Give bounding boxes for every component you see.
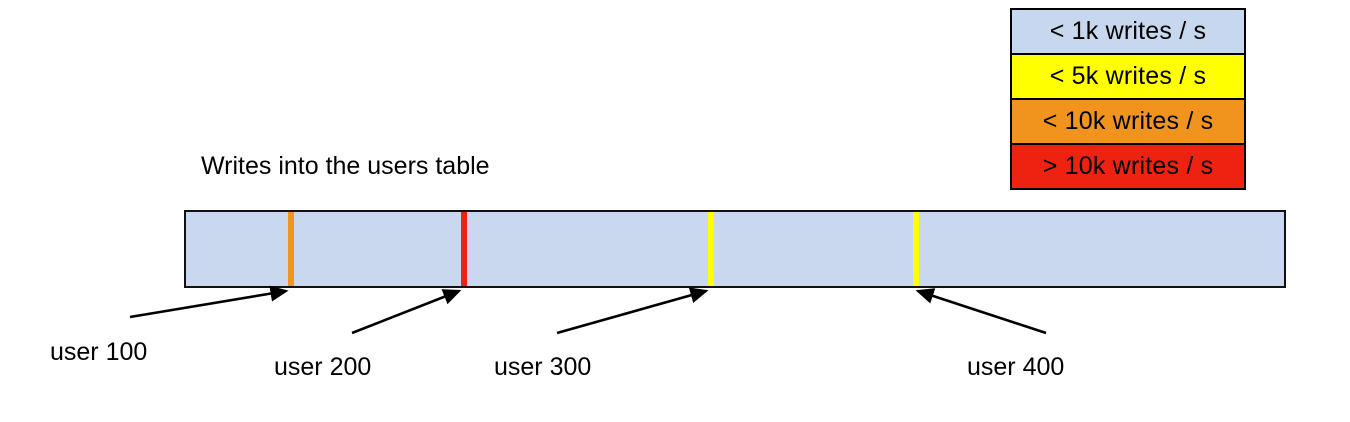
user-200-label: user 200 (274, 353, 372, 381)
legend-label-3: > 10k writes / s (1042, 152, 1214, 180)
legend-row-0: < 1k writes / s (1012, 10, 1244, 55)
users-table-keyspace-bar (184, 210, 1286, 288)
legend-label-0: < 1k writes / s (1049, 17, 1207, 45)
user-400-marker (913, 212, 919, 286)
user-400-label: user 400 (967, 353, 1065, 381)
user-300-arrow (556, 287, 709, 335)
legend-label-2: < 10k writes / s (1042, 107, 1214, 135)
user-100-label: user 100 (50, 338, 148, 366)
legend-row-1: < 5k writes / s (1012, 55, 1244, 100)
user-300-label: user 300 (494, 353, 592, 381)
chart-title: Writes into the users table (201, 152, 490, 180)
user-200-arrow (351, 289, 462, 335)
user-200-marker (461, 212, 467, 286)
user-100-arrow (129, 285, 289, 319)
bar-base-fill (186, 212, 1284, 286)
user-400-arrow (915, 288, 1047, 335)
user-300-marker (708, 212, 714, 286)
user-100-marker (288, 212, 294, 286)
legend-row-2: < 10k writes / s (1012, 100, 1244, 145)
legend: < 1k writes / s < 5k writes / s < 10k wr… (1010, 8, 1246, 190)
legend-label-1: < 5k writes / s (1049, 62, 1207, 90)
legend-row-3: > 10k writes / s (1012, 145, 1244, 188)
